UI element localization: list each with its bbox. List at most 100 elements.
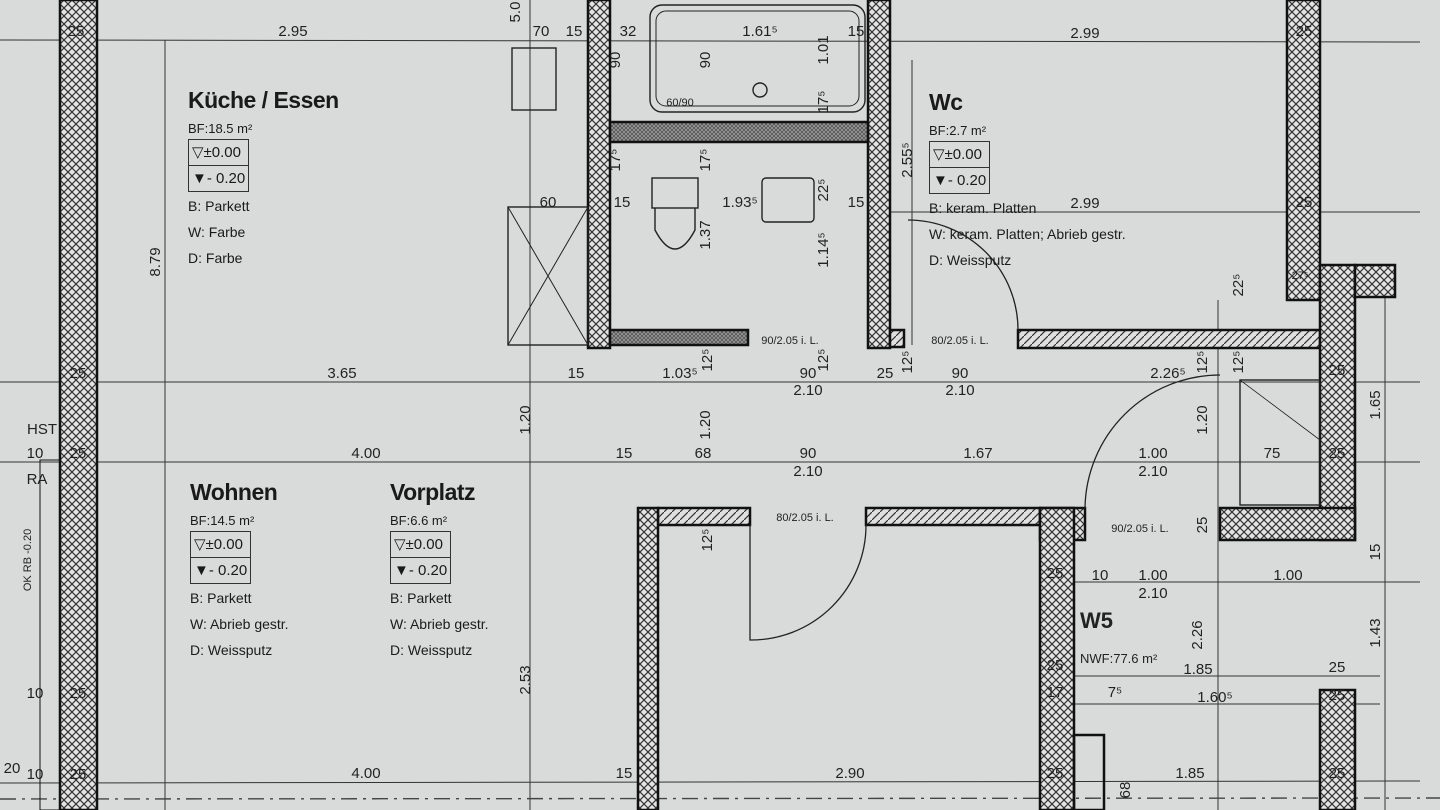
wall-finish: W: Farbe: [188, 224, 246, 240]
dimension-label: 4.00: [351, 445, 380, 462]
dimension-label: 25: [1329, 659, 1346, 676]
dimension-label: 25: [1047, 657, 1064, 674]
dimension-label: 7⁵: [1108, 684, 1123, 701]
washbasin: [761, 177, 815, 223]
room-area: BF:18.5 m²: [188, 121, 253, 136]
vertical-dimension-label: 17⁵: [607, 149, 624, 172]
dimension-label: 25: [1329, 765, 1346, 782]
dimension-label: 1.85: [1183, 661, 1212, 678]
vertical-dimension-label: 5.0: [507, 2, 524, 23]
vertical-dimension-label: 17⁵: [697, 149, 714, 172]
wall-bottom-right: [1318, 688, 1357, 810]
vertical-dimension-label: 1.20: [517, 405, 534, 434]
level-stamp: ▽±0.00▼- 0.20: [190, 531, 252, 584]
dimension-label: 25: [1047, 765, 1064, 782]
vertical-dimension-label: 12⁵: [699, 529, 716, 552]
vertical-dimension-label: 12⁵: [1194, 351, 1211, 374]
floor-finish: B: Parkett: [188, 198, 250, 214]
vertical-dimension-label: 1.01: [815, 35, 832, 64]
dimension-label: 15: [568, 365, 585, 382]
dimension-label: 15: [616, 765, 633, 782]
door-label: 27⁵: [1292, 270, 1309, 282]
door-arc-vorplatz: [749, 524, 867, 641]
dimension-label: 25: [68, 23, 85, 40]
dimension-label: 1.61⁵: [742, 23, 777, 40]
wc-stub-wall: [888, 328, 906, 349]
dimension-label: 25: [1329, 362, 1346, 379]
wall-right-mid: [1318, 263, 1357, 542]
vertical-dimension-label: 1.65: [1367, 390, 1384, 419]
dimension-label: 1.00: [1273, 567, 1302, 584]
floor-finish: B: keram. Platten: [929, 200, 1037, 216]
dimension-label: 25: [877, 365, 894, 382]
door-arc-entry: [1084, 374, 1221, 509]
vertical-dimension-label: 25: [1194, 517, 1211, 534]
room-title: Wc: [929, 89, 963, 115]
room-wohnen: Wohnen BF:14.5 m² ▽±0.00▼- 0.20 B: Parke…: [190, 479, 289, 664]
dimension-label: 25: [70, 365, 87, 382]
dimension-label: 15: [848, 23, 865, 40]
wc-bottom-wall: [1016, 328, 1322, 350]
door-label: 80/2.05 i. L.: [776, 512, 834, 524]
dimension-label: 25: [1329, 687, 1346, 704]
dimension-label: 32: [620, 23, 637, 40]
level-raw: ▼- 0.20: [930, 167, 990, 193]
dimension-label: 25: [1329, 445, 1346, 462]
dimension-label: 10: [27, 766, 44, 783]
dimension-label: 90: [800, 445, 817, 462]
level-finished: ▽±0.00: [192, 144, 241, 161]
vertical-dimension-label: 12⁵: [1230, 351, 1247, 374]
dimension-label: 2.10: [793, 463, 822, 480]
floor-finish: B: Parkett: [190, 590, 252, 606]
vorplatz-wall-vertical: [636, 506, 660, 810]
vertical-dimension-label: 90: [607, 52, 624, 69]
dimension-label: 2.99: [1070, 25, 1099, 42]
level-finished: ▽±0.00: [933, 146, 982, 163]
dimension-label: HST: [27, 421, 57, 438]
outer-wall-left: [58, 0, 99, 810]
dimension-label: 60: [540, 194, 557, 211]
room-title: Wohnen: [190, 479, 278, 505]
ceiling-finish: D: Weissputz: [929, 252, 1012, 268]
bath-bottom-wall: [608, 328, 750, 347]
door-label: 80/2.05 i. L.: [931, 335, 989, 347]
wall-finish: W: Abrieb gestr.: [190, 616, 289, 632]
door-swings: [749, 219, 1221, 641]
unit-area: NWF:77.6 m²: [1080, 651, 1158, 666]
dimension-label: 2.99: [1070, 195, 1099, 212]
dimension-label: 1.60⁵: [1197, 689, 1232, 706]
axis-line: [0, 797, 1440, 800]
unit-label: W5: [1080, 608, 1113, 633]
vertical-dimension-label: 2.55⁵: [899, 142, 916, 177]
level-raw: ▼- 0.20: [189, 165, 249, 191]
dimension-label: 1.03⁵: [662, 365, 697, 382]
level-finished: ▽±0.00: [394, 536, 443, 553]
ceiling-finish: D: Weissputz: [190, 642, 273, 658]
facade-strip: [39, 459, 61, 810]
vertical-dimension-label: 1.43: [1367, 618, 1384, 647]
dimension-label: 15: [848, 194, 865, 211]
ceiling-finish: D: Weissputz: [390, 642, 473, 658]
floor-finish: B: Parkett: [390, 590, 452, 606]
dimension-label: 1.00: [1138, 567, 1167, 584]
vorplatz-wall-a: [656, 506, 752, 527]
dimension-label: 2.10: [793, 382, 822, 399]
vertical-dimension-label: 2.26: [1189, 620, 1206, 649]
vorplatz-wall-b: [864, 506, 1042, 527]
dimension-label: 75: [1264, 445, 1281, 462]
bath-wall-right: [866, 0, 892, 350]
room-title: Küche / Essen: [188, 87, 339, 113]
room-area: BF:14.5 m²: [190, 513, 255, 528]
vertical-dimension-label: OK RB -0.20: [22, 529, 34, 591]
room-kueche-essen: Küche / Essen BF:18.5 m² ▽±0.00 ▼- 0.20 B…: [188, 87, 339, 272]
vertical-dimension-label: 1.37: [697, 220, 714, 249]
dimension-label: 1.67: [963, 445, 992, 462]
vertical-dimension-label: 2.53: [517, 665, 534, 694]
wc-toilet: [651, 177, 699, 209]
dimension-label: 25: [70, 766, 87, 783]
bath-partition: [608, 120, 870, 144]
